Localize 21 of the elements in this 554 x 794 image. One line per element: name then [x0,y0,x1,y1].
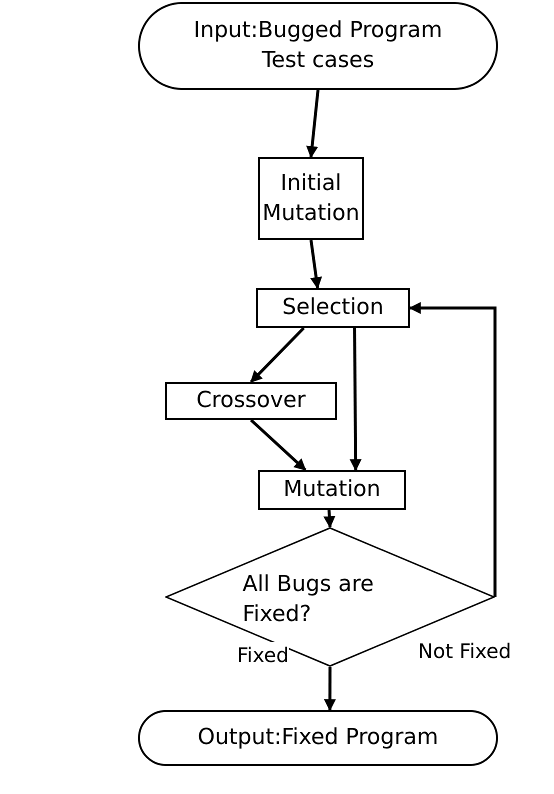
terminal-box [138,2,498,90]
node-text: Initial Mutation [262,170,360,228]
node-text: Output:Fixed Program [198,724,438,752]
arrow [310,240,322,290]
arrow [250,418,306,472]
arrow [323,510,336,528]
arrow [408,302,496,597]
process-box [258,470,406,510]
node-text: Input:Bugged Program Test cases [192,17,444,75]
process-box [165,382,337,420]
arrow [250,326,305,384]
node-text: Mutation [283,476,381,504]
node-text: Selection [282,294,384,322]
process-box [258,157,364,240]
arrow [306,90,320,158]
terminal-box [138,710,498,766]
node-text: Crossover [196,387,306,415]
process-box [256,288,410,328]
arrow [350,328,362,472]
arrow [324,667,336,712]
node-text: All Bugs are Fixed? [242,571,375,629]
